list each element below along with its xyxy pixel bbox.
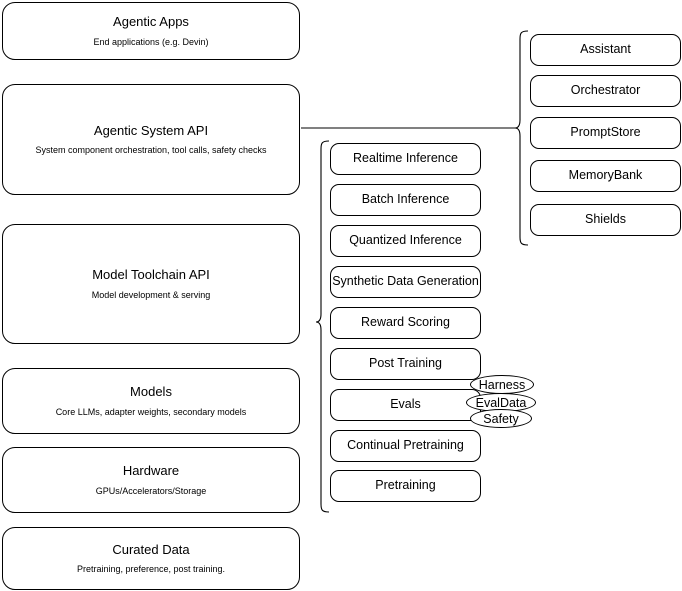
system-box-orchestrator[interactable]: Orchestrator bbox=[530, 75, 681, 107]
layer-box-models[interactable]: Models Core LLMs, adapter weights, secon… bbox=[2, 368, 300, 434]
toolchain-box-label: Continual Pretraining bbox=[347, 438, 464, 453]
bracket-system-components bbox=[514, 30, 529, 246]
toolchain-box-quantized-inference[interactable]: Quantized Inference bbox=[330, 225, 481, 257]
layer-box-agentic-system-api[interactable]: Agentic System API System component orch… bbox=[2, 84, 300, 195]
evals-pill-safety[interactable]: Safety bbox=[470, 409, 532, 428]
toolchain-box-evals[interactable]: Evals bbox=[330, 389, 481, 421]
toolchain-box-pretraining[interactable]: Pretraining bbox=[330, 470, 481, 502]
evals-pill-label: EvalData bbox=[475, 395, 527, 410]
system-box-shields[interactable]: Shields bbox=[530, 204, 681, 236]
layer-subtitle: Pretraining, preference, post training. bbox=[76, 564, 226, 574]
toolchain-box-label: Post Training bbox=[369, 356, 442, 371]
system-box-label: Orchestrator bbox=[570, 83, 641, 98]
toolchain-box-label: Batch Inference bbox=[361, 192, 450, 207]
system-box-label: MemoryBank bbox=[568, 168, 643, 183]
layer-subtitle: Core LLMs, adapter weights, secondary mo… bbox=[55, 406, 247, 417]
layer-title: Model Toolchain API bbox=[92, 267, 210, 283]
toolchain-box-label: Synthetic Data Generation bbox=[332, 274, 479, 289]
layer-box-hardware[interactable]: Hardware GPUs/Accelerators/Storage bbox=[2, 447, 300, 513]
toolchain-box-reward-scoring[interactable]: Reward Scoring bbox=[330, 307, 481, 339]
layer-title: Models bbox=[130, 384, 172, 400]
layer-box-curated-data[interactable]: Curated Data Pretraining, preference, po… bbox=[2, 527, 300, 590]
evals-pill-label: Harness bbox=[478, 377, 526, 392]
evals-pill-harness[interactable]: Harness bbox=[470, 375, 534, 394]
layer-box-agentic-apps[interactable]: Agentic Apps End applications (e.g. Devi… bbox=[2, 2, 300, 60]
bracket-toolchain-components bbox=[315, 140, 330, 513]
system-box-promptstore[interactable]: PromptStore bbox=[530, 117, 681, 149]
toolchain-box-realtime-inference[interactable]: Realtime Inference bbox=[330, 143, 481, 175]
system-box-assistant[interactable]: Assistant bbox=[530, 34, 681, 66]
toolchain-box-synthetic-data-generation[interactable]: Synthetic Data Generation bbox=[330, 266, 481, 298]
toolchain-box-continual-pretraining[interactable]: Continual Pretraining bbox=[330, 430, 481, 462]
system-box-memorybank[interactable]: MemoryBank bbox=[530, 160, 681, 192]
layer-title: Agentic Apps bbox=[113, 14, 189, 30]
layer-box-model-toolchain-api[interactable]: Model Toolchain API Model development & … bbox=[2, 224, 300, 344]
layer-title: Hardware bbox=[122, 463, 180, 479]
layer-title: Agentic System API bbox=[93, 122, 209, 138]
evals-pill-label: Safety bbox=[483, 411, 519, 426]
layer-subtitle: End applications (e.g. Devin) bbox=[93, 36, 209, 47]
system-box-label: Assistant bbox=[580, 42, 631, 57]
layer-title: Curated Data bbox=[112, 541, 190, 557]
toolchain-box-batch-inference[interactable]: Batch Inference bbox=[330, 184, 481, 216]
system-box-label: Shields bbox=[585, 212, 626, 227]
toolchain-box-label: Quantized Inference bbox=[349, 233, 462, 248]
layer-subtitle: Model development & serving bbox=[91, 289, 211, 300]
toolchain-box-label: Pretraining bbox=[375, 478, 436, 493]
toolchain-box-label: Evals bbox=[390, 397, 421, 412]
layer-subtitle: GPUs/Accelerators/Storage bbox=[95, 485, 207, 496]
toolchain-box-post-training[interactable]: Post Training bbox=[330, 348, 481, 380]
toolchain-box-label: Reward Scoring bbox=[361, 315, 450, 330]
system-box-label: PromptStore bbox=[570, 125, 641, 140]
toolchain-box-label: Realtime Inference bbox=[353, 151, 458, 166]
layer-subtitle: System component orchestration, tool cal… bbox=[35, 145, 267, 155]
